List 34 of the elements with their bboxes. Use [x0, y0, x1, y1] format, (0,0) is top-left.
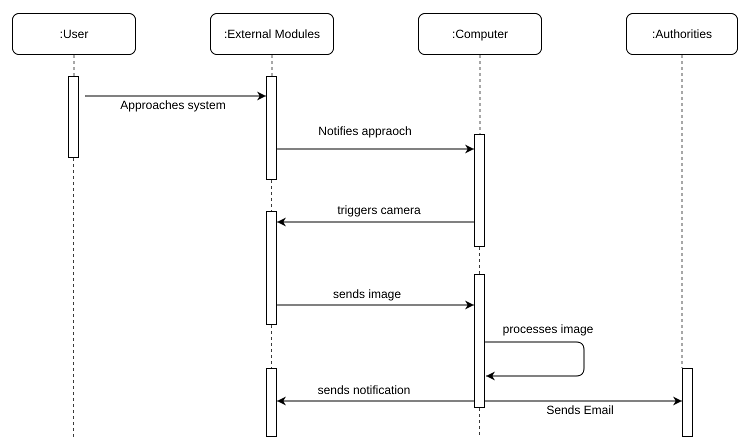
participant-name: :Computer — [452, 27, 508, 41]
lifeline-header — [210, 13, 334, 55]
lifeline — [479, 408, 480, 437]
activation-bar — [682, 368, 693, 437]
message-arrow — [276, 396, 474, 406]
message-arrow — [276, 218, 474, 226]
participant-name: :External Modules — [224, 27, 320, 41]
lifeline-header — [626, 13, 738, 55]
lifeline — [271, 324, 272, 368]
self-message-arrow — [484, 342, 584, 380]
participant-name: :User — [60, 27, 88, 41]
lifeline-header — [12, 13, 136, 55]
activation-bar — [266, 76, 277, 180]
activation-bar — [266, 368, 277, 437]
edge-label: Sends Email — [544, 403, 616, 417]
edge-label: sends image — [330, 287, 404, 301]
message-arrow — [484, 396, 682, 406]
lifeline — [479, 246, 480, 274]
activation-bar — [474, 134, 485, 247]
message-arrow — [276, 144, 474, 154]
lifeline-header — [418, 13, 542, 55]
edge-label: Approaches system — [118, 98, 228, 112]
message-arrow — [276, 300, 474, 310]
activation-bar — [474, 274, 485, 408]
lifeline — [271, 180, 272, 212]
participant-name: :Authorities — [652, 27, 712, 41]
activation-bar — [68, 76, 79, 158]
edge-label: triggers camera — [335, 203, 423, 217]
message-arrow — [84, 92, 266, 100]
activation-bar — [266, 211, 277, 325]
lifeline — [73, 158, 74, 437]
edge-label: processes image — [500, 322, 596, 336]
edge-label: Notifies appraoch — [316, 124, 414, 138]
edge-label: sends notification — [316, 383, 412, 397]
